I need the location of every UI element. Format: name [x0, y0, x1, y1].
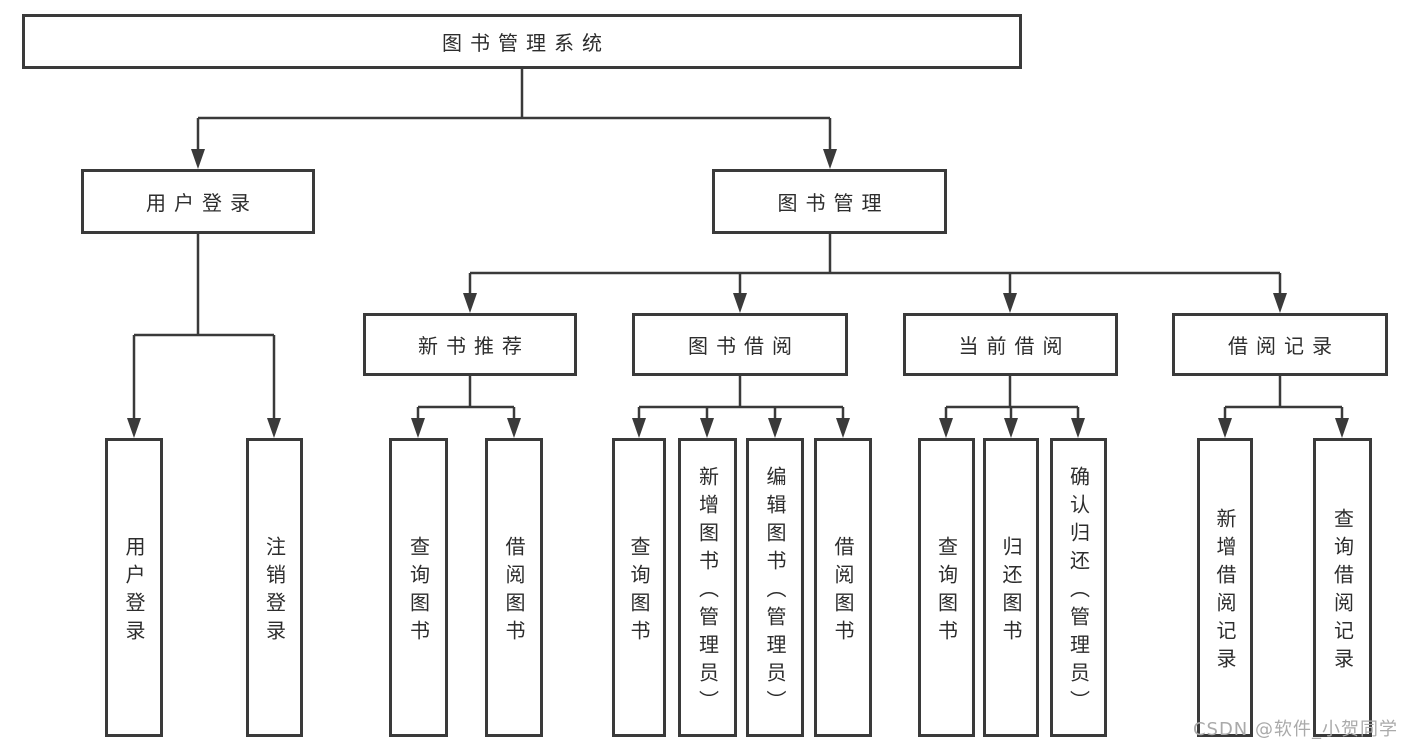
node-label: 图书管理 [777, 191, 890, 215]
node-label: 查询借阅记录 [1330, 507, 1355, 676]
connector-strokes [132, 69, 1344, 421]
leaf-borrow-books: 借阅图书 [814, 438, 872, 737]
node-label: 用户登录 [122, 535, 146, 648]
node-label: 归还图书 [999, 535, 1023, 648]
node-label: 借阅记录 [1228, 334, 1340, 358]
leaf-borrow-books-recommend: 借阅图书 [485, 438, 543, 737]
node-label: 借阅图书 [831, 535, 855, 648]
node-label: 新书推荐 [418, 334, 530, 358]
node-new-book-recommend: 新书推荐 [363, 313, 577, 376]
node-label: 新增借阅记录 [1213, 507, 1237, 676]
node-label: 查询图书 [406, 535, 431, 648]
node-label: 查询图书 [934, 535, 959, 648]
node-book-borrow: 图书借阅 [632, 313, 848, 376]
arrowheads [127, 149, 1349, 438]
leaf-user-login: 用户登录 [105, 438, 163, 737]
node-label: 新增图书（管理员） [695, 465, 720, 718]
node-label: 借阅图书 [502, 535, 526, 648]
leaf-query-books-recommend: 查询图书 [389, 438, 448, 737]
node-user-login: 用户登录 [81, 169, 315, 234]
node-label: 查询图书 [627, 535, 651, 648]
node-label: 编辑图书（管理员） [763, 465, 787, 718]
node-label: 图书管理系统 [442, 31, 610, 55]
leaf-query-borrow-record: 查询借阅记录 [1313, 438, 1372, 737]
watermark-text: CSDN @软件_小贺同学 [1192, 719, 1398, 740]
node-label: 确认归还（管理员） [1066, 465, 1091, 718]
node-current-borrow: 当前借阅 [903, 313, 1118, 376]
node-borrow-records: 借阅记录 [1172, 313, 1388, 376]
node-label: 图书借阅 [688, 334, 800, 358]
node-book-management: 图书管理 [712, 169, 947, 234]
node-library-management-system: 图书管理系统 [22, 14, 1022, 69]
leaf-add-borrow-record: 新增借阅记录 [1197, 438, 1253, 737]
leaf-return-book: 归还图书 [983, 438, 1039, 737]
leaf-edit-book-admin: 编辑图书（管理员） [746, 438, 804, 737]
leaf-add-book-admin: 新增图书（管理员） [678, 438, 737, 737]
node-label: 注销登录 [262, 535, 287, 648]
node-label: 用户登录 [146, 191, 258, 215]
node-label: 当前借阅 [958, 334, 1071, 358]
leaf-query-books-borrow: 查询图书 [612, 438, 666, 737]
leaf-query-books-current: 查询图书 [918, 438, 975, 737]
leaf-confirm-return-admin: 确认归还（管理员） [1050, 438, 1107, 737]
leaf-logout: 注销登录 [246, 438, 303, 737]
